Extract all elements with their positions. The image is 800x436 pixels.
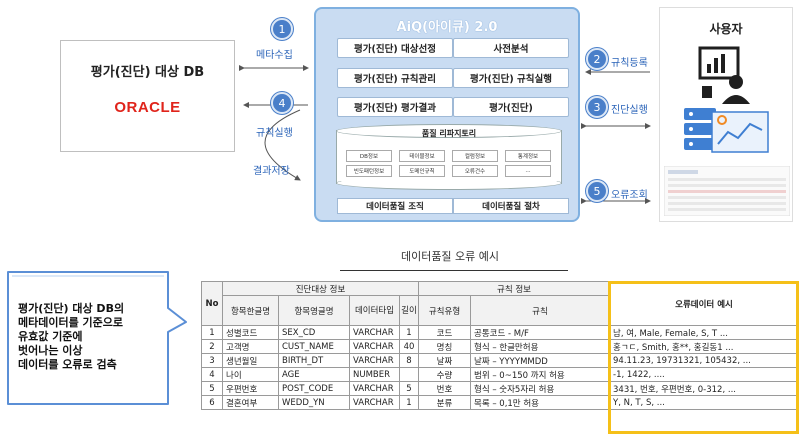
repo-cell: 빈도패턴정보	[346, 165, 392, 177]
step-1-badge: 1	[271, 18, 293, 40]
quality-repository: 품질 리파지토리 DB정보 테이블정보 컬럼정보 통계정보 빈도패턴정보 도메인…	[336, 124, 562, 190]
callout-text: 평가(진단) 대상 DB의 메타데이터를 기준으로 유효값 기준에 벗어나는 이…	[18, 302, 125, 371]
col-no: No	[201, 281, 223, 326]
func-target-selection: 평가(진단) 대상선정	[337, 38, 453, 58]
dq-procedure: 데이터품질 절차	[453, 198, 569, 214]
func-rule-execution: 평가(진단) 규칙실행	[453, 68, 569, 88]
repository-title: 품질 리파지토리	[421, 129, 477, 138]
repo-cell: DB정보	[346, 150, 392, 162]
col-length: 길이	[399, 295, 419, 326]
user-title: 사용자	[709, 22, 743, 36]
arrow-result-save	[264, 109, 301, 181]
repo-cell: ...	[505, 165, 551, 177]
func-rule-management: 평가(진단) 규칙관리	[337, 68, 453, 88]
repo-cell: 통계정보	[505, 150, 551, 162]
server-monitor-icon	[684, 108, 769, 153]
repo-cell: 오류건수	[452, 165, 498, 177]
func-evaluation: 평가(진단)	[453, 97, 569, 117]
func-evaluation-result: 평가(진단) 평가결과	[337, 97, 453, 117]
section-underline	[340, 270, 568, 271]
repo-cell: 테이블정보	[399, 150, 445, 162]
result-save-label: 결과저장	[253, 166, 290, 177]
target-db-box: 평가(진단) 대상 DB ORACLE	[60, 40, 235, 152]
repo-cell: 도메인규칙	[399, 165, 445, 177]
user-panel: 사용자	[659, 7, 793, 222]
col-rule-type: 규칙유형	[418, 295, 471, 326]
step-2-badge: 2	[586, 48, 608, 70]
error-example-table: No 진단대상 정보 규칙 정보 오류데이터 예시 항목한글명 항목영글명 데이…	[201, 281, 799, 410]
target-db-title: 평가(진단) 대상 DB	[90, 65, 205, 80]
aiq-title: AiQ(아이큐) 2.0	[396, 20, 498, 35]
user-dashboard-icon	[698, 46, 750, 104]
group-target-info: 진단대상 정보	[222, 281, 419, 296]
oracle-logo: ORACLE	[114, 99, 181, 116]
step-4-label: 규칙실행	[256, 128, 293, 139]
step-3-badge: 3	[586, 96, 608, 118]
col-data-type: 데이터타입	[349, 295, 400, 326]
step-5-label: 오류조회	[611, 190, 648, 201]
report-screenshot-icon	[664, 166, 790, 216]
section-title: 데이터품질 오류 예시	[400, 250, 500, 263]
col-kor-name: 항목한글명	[222, 295, 279, 326]
step-2-label: 규칙등록	[611, 58, 648, 69]
col-eng-name: 항목영글명	[278, 295, 350, 326]
func-pre-analysis: 사전분석	[453, 38, 569, 58]
step-1-label: 메타수집	[256, 50, 293, 61]
col-rule: 규칙	[470, 295, 610, 326]
repo-cell: 컬럼정보	[452, 150, 498, 162]
col-error-example: 오류데이터 예시	[609, 281, 799, 326]
error-column-highlight	[608, 281, 799, 434]
callout-box: 평가(진단) 대상 DB의 메타데이터를 기준으로 유효값 기준에 벗어나는 이…	[4, 268, 188, 408]
step-3-label: 진단실행	[611, 105, 648, 116]
group-rule-info: 규칙 정보	[418, 281, 610, 296]
step-5-badge: 5	[586, 180, 608, 202]
dq-organization: 데이터품질 조직	[337, 198, 453, 214]
step-4-badge: 4	[271, 92, 293, 114]
